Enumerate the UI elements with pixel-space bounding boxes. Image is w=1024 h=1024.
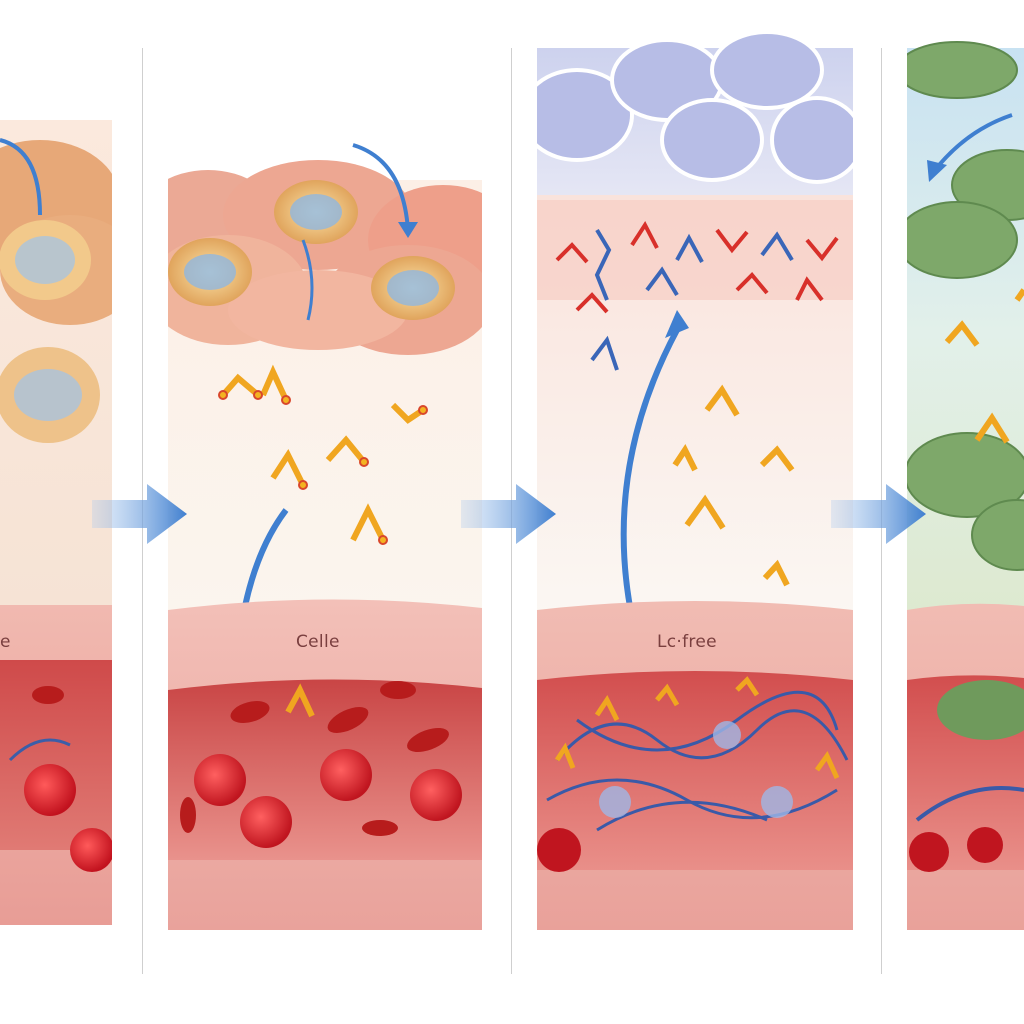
cell-cluster bbox=[168, 160, 482, 355]
panel-4-illustration bbox=[907, 41, 1024, 930]
blood-cells bbox=[180, 681, 462, 848]
molecule-group bbox=[218, 364, 428, 545]
red-blood-cell bbox=[967, 827, 1003, 863]
flow-arrow-icon bbox=[461, 484, 556, 544]
panel-3-label: Lc·free bbox=[657, 632, 717, 652]
flow-arrow-icon bbox=[831, 484, 926, 544]
panel-1-label: e bbox=[0, 632, 11, 652]
molecule-cluster bbox=[555, 221, 839, 371]
cell-cluster bbox=[0, 140, 112, 443]
microbe-cells bbox=[907, 41, 1024, 571]
flow-arrow-icon bbox=[92, 484, 187, 544]
panel-2-illustration bbox=[168, 143, 482, 930]
uptake-arrow bbox=[352, 143, 410, 231]
panel-2: Celle bbox=[168, 0, 482, 1024]
red-blood-cell bbox=[70, 828, 112, 872]
panel-2-label: Celle bbox=[296, 632, 340, 652]
exchange-arrow bbox=[620, 328, 680, 641]
panel-4 bbox=[907, 0, 1024, 1024]
red-blood-cell bbox=[909, 832, 949, 872]
molecule-group bbox=[672, 384, 795, 587]
tissue-cells bbox=[537, 30, 853, 184]
red-blood-cell bbox=[32, 686, 64, 704]
vessel-lumen bbox=[537, 671, 853, 870]
panel-3-illustration bbox=[537, 30, 853, 930]
molecule-group bbox=[944, 288, 1024, 444]
panel-3: Lc·free bbox=[537, 0, 853, 1024]
red-blood-cell bbox=[537, 828, 581, 872]
transport-arrow bbox=[933, 113, 1013, 172]
panel-1: e bbox=[0, 0, 112, 1024]
red-blood-cell bbox=[24, 764, 76, 816]
microbe-cell bbox=[937, 680, 1024, 740]
panel-1-illustration bbox=[0, 120, 112, 925]
transport-arrow bbox=[0, 138, 42, 216]
